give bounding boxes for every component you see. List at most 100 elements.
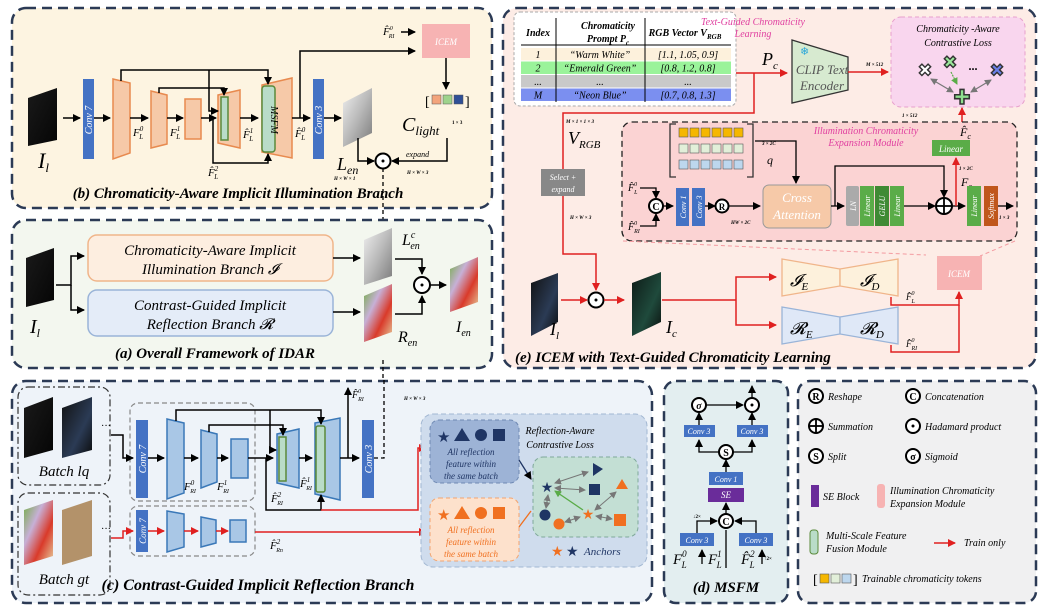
bottleneck-block — [184, 98, 202, 140]
icem-conv1 — [676, 188, 689, 226]
batch-gt-label: Batch gt — [39, 572, 90, 588]
caloss-dots: ... — [969, 59, 978, 73]
expand-label: expand — [406, 150, 430, 159]
frozen-snowflake-icon: ❄ — [800, 46, 809, 58]
chromaticity-token — [733, 159, 744, 170]
gelu-label: GELU — [878, 194, 887, 216]
table-header-index: Index — [525, 28, 550, 39]
gt-star-icon: ★ — [437, 508, 450, 524]
anchor-star-lq-icon: ★ — [541, 481, 554, 496]
l-en-c-image — [364, 228, 392, 285]
space-circle-lq — [539, 509, 551, 521]
table-row — [521, 61, 731, 74]
text-guided-title-1: Text-Guided Chromaticity — [701, 17, 806, 28]
r-e-label: 𝓡E — [790, 319, 813, 341]
encoder-block-c-2 — [200, 429, 218, 490]
table-cell-index: ... — [534, 77, 542, 88]
clip-label-1: CLIP Text — [796, 62, 849, 77]
concat-symbol: C — [652, 202, 659, 213]
dim-1x2c: 1 × 2C — [959, 167, 973, 172]
legend-op-label: Sigmoid — [925, 452, 959, 463]
c-light-token-b — [453, 94, 464, 105]
batch-gt-image-2 — [62, 500, 92, 565]
legend-op-symbol: C — [909, 392, 916, 403]
cross-attention-label-2: Attention — [772, 207, 821, 222]
icem-label-b: ICEM — [434, 37, 457, 47]
caloss-title-1: Chromaticity -Aware — [916, 24, 1000, 35]
conv7-block-c — [136, 420, 148, 498]
dim-1x512: 1 × 512 — [902, 114, 918, 119]
v-rgb-label: VRGB — [568, 128, 601, 151]
msfm-block-c — [315, 425, 326, 493]
blue-prompt-cross-icon: ✖ — [990, 61, 1004, 80]
panel-a-title: (a) Overall Framework of IDAR — [115, 346, 315, 362]
sigmoid-symbol: σ — [696, 401, 702, 412]
dim-hw3-c: H × W × 3 — [403, 397, 426, 402]
chromaticity-token — [711, 127, 722, 138]
gt-encoder-block-2 — [200, 516, 217, 548]
gt-circle-icon — [475, 507, 487, 519]
icem-block-e — [937, 256, 982, 290]
gt-encoder-block-1 — [166, 510, 185, 554]
gt-feature-text-3: the same batch — [444, 549, 498, 559]
v-rgb-dim: M × 1 × 1 × 3 — [565, 120, 594, 125]
hw3-dim: H × W × 3 — [569, 216, 592, 221]
legend-token-yellow — [819, 573, 830, 584]
reshape-op — [714, 198, 730, 214]
i-en-image — [450, 257, 478, 312]
l-en-image — [343, 88, 372, 147]
legend-anchor-orange-icon: ★ — [551, 545, 564, 560]
linear-label-1: Linear — [863, 194, 872, 217]
linear-label-2: Linear — [893, 194, 902, 217]
legend-token-green — [830, 573, 841, 584]
table-cell-prompt: “Emerald Green” — [564, 64, 637, 75]
legend-tokens-label: Trainable chromaticity tokens — [862, 574, 982, 585]
softmax-block — [984, 186, 998, 226]
text-guided-title-2: Learning — [734, 29, 772, 40]
shared-encoder-box — [129, 402, 256, 502]
reflection-branch-line1: Contrast-Guided Implicit — [134, 298, 287, 314]
legend-op-label: Concatenation — [925, 392, 984, 403]
msfm-conv1 — [709, 472, 743, 485]
msfm-conv3-bottom-left — [680, 533, 714, 546]
clip-text-encoder — [791, 39, 849, 104]
linear-proj-label: Linear — [938, 144, 964, 154]
batch-gt-box — [17, 492, 111, 596]
i-c-image — [632, 272, 661, 336]
downsample-label: ↓2× — [693, 515, 701, 520]
msfm-small — [220, 96, 229, 141]
c-light-bracket-right: ] — [465, 95, 470, 110]
q-label: q — [767, 153, 773, 167]
legend-msfm-label-2: Fusion Module — [825, 544, 887, 555]
conv7-block — [83, 79, 94, 159]
reflection-branch-box — [87, 289, 334, 337]
chromaticity-token — [711, 143, 722, 154]
space-circle-gt — [553, 518, 565, 530]
icem-conv1-label: Conv 1 — [679, 196, 688, 219]
gt-square-icon — [493, 507, 505, 519]
icem-conv3 — [692, 188, 705, 226]
linear-label-3: Linear — [970, 194, 979, 217]
panel-b-title: (b) Chromaticity-Aware Implicit Illumina… — [73, 186, 404, 202]
legend-op-label: Summation — [828, 422, 873, 433]
l-en-label: Len — [336, 154, 358, 177]
conv3-label: Conv 3 — [314, 106, 325, 135]
conv3-label-c: Conv 3 — [364, 445, 375, 474]
concat-op-d — [718, 513, 734, 529]
reflection-loss-title-1: Reflection-Aware — [524, 426, 595, 437]
legend-token-bracket-left: [ — [813, 573, 818, 588]
linear-block-3 — [967, 186, 981, 226]
input-label: Il — [37, 148, 49, 175]
conv7-label-gt: Conv 7 — [138, 518, 148, 544]
table-row — [521, 75, 731, 88]
chromaticity-token — [722, 127, 733, 138]
table-cell-rgb: [0.8, 1.2, 0.8] — [660, 64, 715, 75]
legend-op-label: Hadamard product — [924, 422, 1001, 433]
